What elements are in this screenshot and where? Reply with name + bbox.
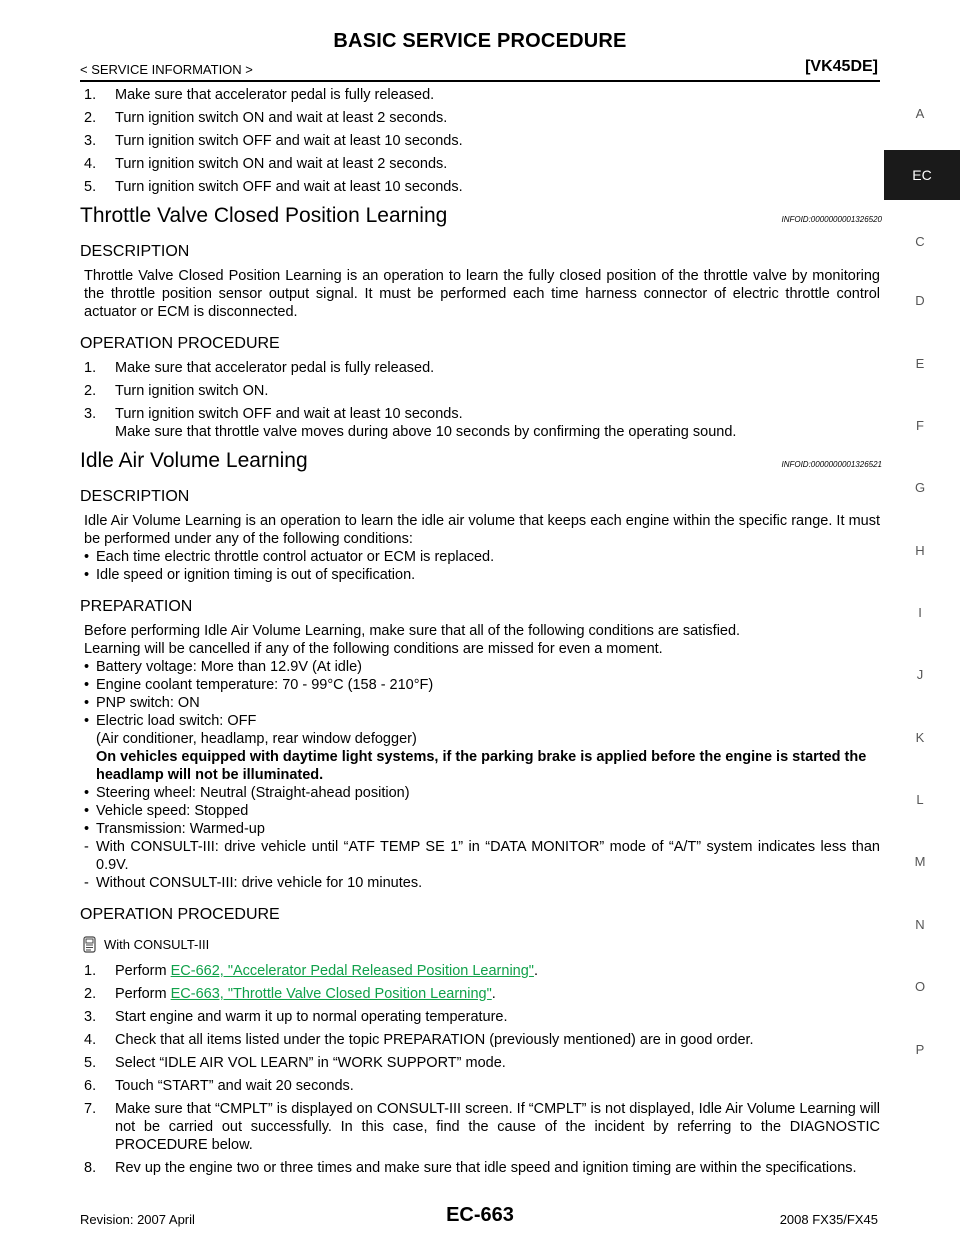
paragraph: Throttle Valve Closed Position Learning … [84,268,880,320]
info-id: INFOID:0000000001326521 [781,460,882,469]
list-item: 7.Make sure that “CMPLT” is displayed on… [84,1101,880,1153]
list-item: 3.Turn ignition switch OFF and wait at l… [84,133,463,149]
bullet-item: •Transmission: Warmed-up [84,821,265,837]
side-tab-j[interactable]: J [916,667,924,682]
side-tab-g[interactable]: G [914,480,926,495]
list-item: 1.Perform EC-662, "Accelerator Pedal Rel… [84,963,538,979]
subheading: PREPARATION [80,598,193,615]
side-tab-e[interactable]: E [915,356,925,371]
section-throttle-header: Throttle Valve Closed Position Learning … [80,204,882,229]
list-item: 2.Perform EC-663, "Throttle Valve Closed… [84,986,496,1002]
model-year: 2008 FX35/FX45 [779,1212,878,1227]
list-item: 3.Turn ignition switch OFF and wait at l… [84,406,737,440]
paragraph: Idle Air Volume Learning is an operation… [84,513,880,547]
bullet-item: •PNP switch: ON [84,695,200,711]
side-tab-m[interactable]: M [914,854,926,869]
subheading: DESCRIPTION [80,243,190,260]
side-tab-l[interactable]: L [916,792,924,807]
bullet-item: •Engine coolant temperature: 70 - 99°C (… [84,677,434,693]
side-tab-i[interactable]: I [918,605,922,620]
engine-model-tag: [VK45DE] [805,58,878,75]
list-item: 2.Turn ignition switch ON and wait at le… [84,110,448,126]
bullet-item: •Idle speed or ignition timing is out of… [84,567,416,583]
subheading: OPERATION PROCEDURE [80,335,280,352]
step-note: Make sure that throttle valve moves duri… [115,424,737,440]
side-tab-n[interactable]: N [915,917,925,932]
list-item: 1.Make sure that accelerator pedal is fu… [84,360,435,376]
side-tab-o[interactable]: O [914,979,926,994]
warning-note: On vehicles equipped with daytime light … [96,749,867,783]
main-content: 1.Make sure that accelerator pedal is fu… [80,86,882,1182]
bullet-item: •Electric load switch: OFF [84,713,257,729]
side-tab-ec-active[interactable]: EC [884,150,960,200]
side-tab-c[interactable]: C [915,234,925,249]
list-item: 4.Check that all items listed under the … [84,1032,754,1048]
dash-item: -With CONSULT-III: drive vehicle until “… [84,839,880,873]
reference-link[interactable]: EC-663, "Throttle Valve Closed Position … [170,986,492,1002]
bullet-item: •Battery voltage: More than 12.9V (At id… [84,659,362,675]
side-tab-a[interactable]: A [915,106,925,121]
side-tab-p[interactable]: P [915,1042,925,1057]
list-item: 2.Turn ignition switch ON. [84,383,269,399]
section-title: Idle Air Volume Learning [80,449,308,472]
section-idle-header: Idle Air Volume Learning INFOID:00000000… [80,449,882,474]
subheading: DESCRIPTION [80,488,190,505]
list-item: 8.Rev up the engine two or three times a… [84,1160,857,1176]
list-item: 5.Turn ignition switch OFF and wait at l… [84,179,463,195]
bullet-subtext: (Air conditioner, headlamp, rear window … [96,731,417,747]
page-title: BASIC SERVICE PROCEDURE [333,30,627,52]
bullet-item: •Each time electric throttle control act… [84,549,495,565]
list-item: 5.Select “IDLE AIR VOL LEARN” in “WORK S… [84,1055,506,1071]
breadcrumb: < SERVICE INFORMATION > [80,62,253,77]
reference-link[interactable]: EC-662, "Accelerator Pedal Released Posi… [170,963,534,979]
revision-date: Revision: 2007 April [80,1212,195,1227]
subheading: OPERATION PROCEDURE [80,906,280,923]
dash-item: -Without CONSULT-III: drive vehicle for … [84,875,423,891]
side-tab-d[interactable]: D [915,293,925,308]
bullet-item: •Vehicle speed: Stopped [84,803,249,819]
paragraph: Before performing Idle Air Volume Learni… [84,623,741,639]
intro-steps: 1.Make sure that accelerator pedal is fu… [84,86,880,196]
header-rule [80,80,880,82]
info-id: INFOID:0000000001326520 [781,215,882,224]
bullet-item: •Steering wheel: Neutral (Straight-ahead… [84,785,410,801]
consult-tool-note: With CONSULT-III [82,936,880,954]
list-item: 6.Touch “START” and wait 20 seconds. [84,1078,354,1094]
list-item: 1.Make sure that accelerator pedal is fu… [84,87,435,103]
list-item: 4.Turn ignition switch ON and wait at le… [84,156,448,172]
side-tab-h[interactable]: H [915,543,925,558]
page-number: EC-663 [446,1204,514,1226]
list-item: 3.Start engine and warm it up to normal … [84,1009,508,1025]
side-tab-k[interactable]: K [915,730,925,745]
side-tab-f[interactable]: F [916,418,924,433]
paragraph: Learning will be cancelled if any of the… [84,641,663,657]
consult-tool-icon [83,936,96,953]
section-title: Throttle Valve Closed Position Learning [80,204,448,227]
